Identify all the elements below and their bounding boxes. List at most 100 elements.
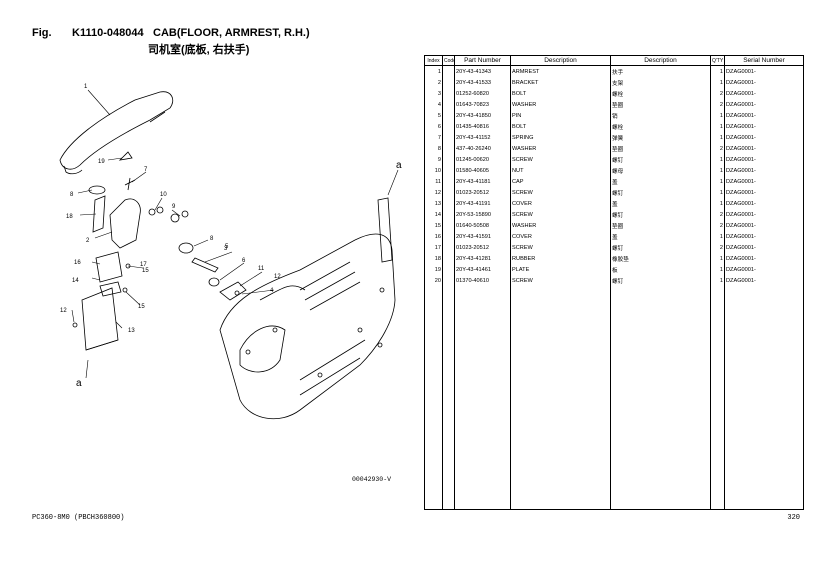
table-cell-part: 20Y-43-41591 [454,231,511,242]
table-cell-desc-en: COVER [510,198,611,209]
table-cell-code [442,77,455,88]
table-cell-desc-cn: 橡胶垫 [610,253,711,264]
column-header-qty: Q'TY [710,55,725,66]
callout-9: 9 [172,204,176,210]
parts-table: Index Code Part Number Description Descr… [424,55,804,510]
table-cell-desc-en: BOLT [510,88,611,99]
table-cell-desc-cn: 螺栓 [610,121,711,132]
table-cell-desc-cn: 扶手 [610,65,711,77]
table-cell-part: 01640-50508 [454,220,511,231]
callout-14: 14 [72,278,79,284]
table-cell-desc-en: NUT [510,165,611,176]
table-filler-row [424,286,804,510]
table-cell-desc-en: COVER [510,231,611,242]
table-cell-qty: 1 [710,264,725,275]
table-cell-index: 11 [424,176,443,187]
callout-17: 17 [140,262,147,268]
table-cell-serial: DZAG0001- [724,198,804,209]
table-cell-index: 20 [424,275,443,286]
table-cell-serial: DZAG0001- [724,99,804,110]
column-header-description-en: Description [510,55,611,66]
table-cell-serial: DZAG0001- [724,253,804,264]
table-cell-desc-cn: 板 [610,264,711,275]
table-cell-desc-cn: 螺钉 [610,187,711,198]
cab-console-drawing [219,197,396,419]
table-cell-qty: 2 [710,242,725,253]
table-cell-code [442,154,455,165]
table-cell-part: 01370-40610 [454,275,511,286]
table-cell-code [442,121,455,132]
table-cell-part: 20Y-43-41461 [454,264,511,275]
table-cell-serial: DZAG0001- [724,275,804,286]
table-cell-desc-en: SCREW [510,154,611,165]
table-cell-part: 01580-40605 [454,165,511,176]
table-cell-index: 14 [424,209,443,220]
table-cell-serial: DZAG0001- [724,110,804,121]
bracket-drawing [88,177,247,301]
table-cell-desc-cn: 螺钉 [610,275,711,286]
callout-1: 1 [84,84,88,90]
table-cell-part: 01435-40816 [454,121,511,132]
table-cell-desc-en: PLATE [510,264,611,275]
table-cell-index: 5 [424,110,443,121]
table-cell-index: 6 [424,121,443,132]
table-cell-index: 4 [424,99,443,110]
callout-12-b: 12 [60,308,67,314]
table-cell-part: 01245-00620 [454,154,511,165]
table-cell-desc-cn: 弹簧 [610,132,711,143]
table-cell-code [442,264,455,275]
callout-10: 10 [160,192,167,198]
table-cell-code [442,88,455,99]
table-cell-code [442,165,455,176]
table-cell-serial: DZAG0001- [724,176,804,187]
table-cell-qty: 1 [710,187,725,198]
table-cell-qty: 2 [710,99,725,110]
table-cell-part: 437-40-26240 [454,143,511,154]
table-cell-qty: 2 [710,220,725,231]
callout-11: 11 [258,266,265,272]
table-cell-desc-en: SCREW [510,242,611,253]
column-header-serial-number: Serial Number [724,55,804,66]
table-cell-qty: 1 [710,110,725,121]
table-cell-index: 2 [424,77,443,88]
table-cell-qty: 1 [710,65,725,77]
table-filler-cell [610,286,711,510]
table-cell-desc-cn: 垫圈 [610,99,711,110]
exploded-parts-diagram: 1 19 7 10 8 18 9 11 2 6 3 8 5 4 15 16 17… [59,84,402,419]
table-cell-desc-cn: 螺栓 [610,88,711,99]
column-header-part-number: Part Number [454,55,511,66]
table-filler-cell [424,286,443,510]
table-cell-index: 16 [424,231,443,242]
callout-12: 12 [274,274,281,280]
table-cell-desc-en: RUBBER [510,253,611,264]
table-cell-index: 1 [424,65,443,77]
table-cell-part: 01643-70823 [454,99,511,110]
table-cell-code [442,220,455,231]
table-filler-cell [710,286,725,510]
table-cell-index: 9 [424,154,443,165]
table-cell-serial: DZAG0001- [724,77,804,88]
table-cell-qty: 1 [710,231,725,242]
table-filler-cell [442,286,455,510]
table-cell-index: 15 [424,220,443,231]
table-cell-qty: 2 [710,209,725,220]
table-filler-cell [510,286,611,510]
table-cell-desc-cn: 螺钉 [610,209,711,220]
callout-15: 15 [142,268,149,274]
table-cell-qty: 1 [710,77,725,88]
table-cell-qty: 1 [710,132,725,143]
table-cell-desc-en: SCREW [510,275,611,286]
table-cell-index: 3 [424,88,443,99]
table-cell-desc-cn: 销 [610,110,711,121]
